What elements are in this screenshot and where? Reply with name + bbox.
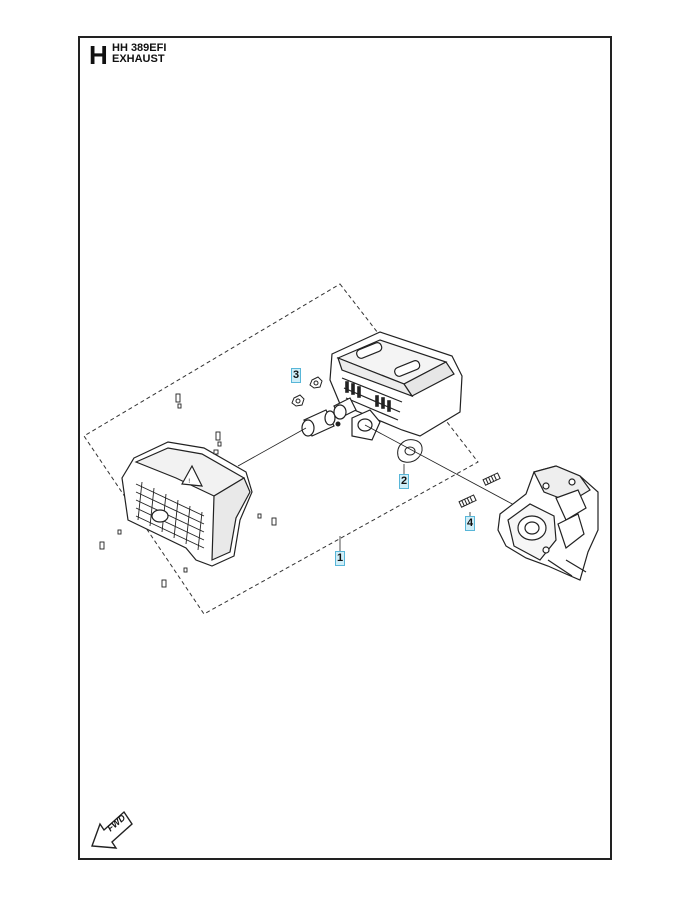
cylinder-head [497, 465, 599, 581]
exhaust-pipe [301, 409, 336, 437]
screws [99, 393, 277, 588]
leader-lines [237, 424, 517, 552]
drawing-frame [78, 36, 612, 860]
svg-text:!: ! [188, 478, 190, 485]
callout-3: 3 [291, 368, 302, 383]
section-letter: H [89, 40, 108, 70]
section-title: EXHAUST [112, 53, 165, 65]
callout-2: 2 [399, 474, 410, 489]
gasket [397, 439, 423, 463]
callout-1: 1 [335, 551, 346, 566]
studs [458, 472, 501, 508]
nuts [291, 376, 341, 427]
heat-shield: ! [121, 441, 253, 567]
header-titles: HH 389EFI EXHAUST [112, 43, 166, 65]
muffler [329, 331, 463, 441]
fwd-arrow-icon [91, 810, 133, 849]
callout-4: 4 [465, 516, 476, 531]
model-title: HH 389EFI [112, 42, 167, 54]
